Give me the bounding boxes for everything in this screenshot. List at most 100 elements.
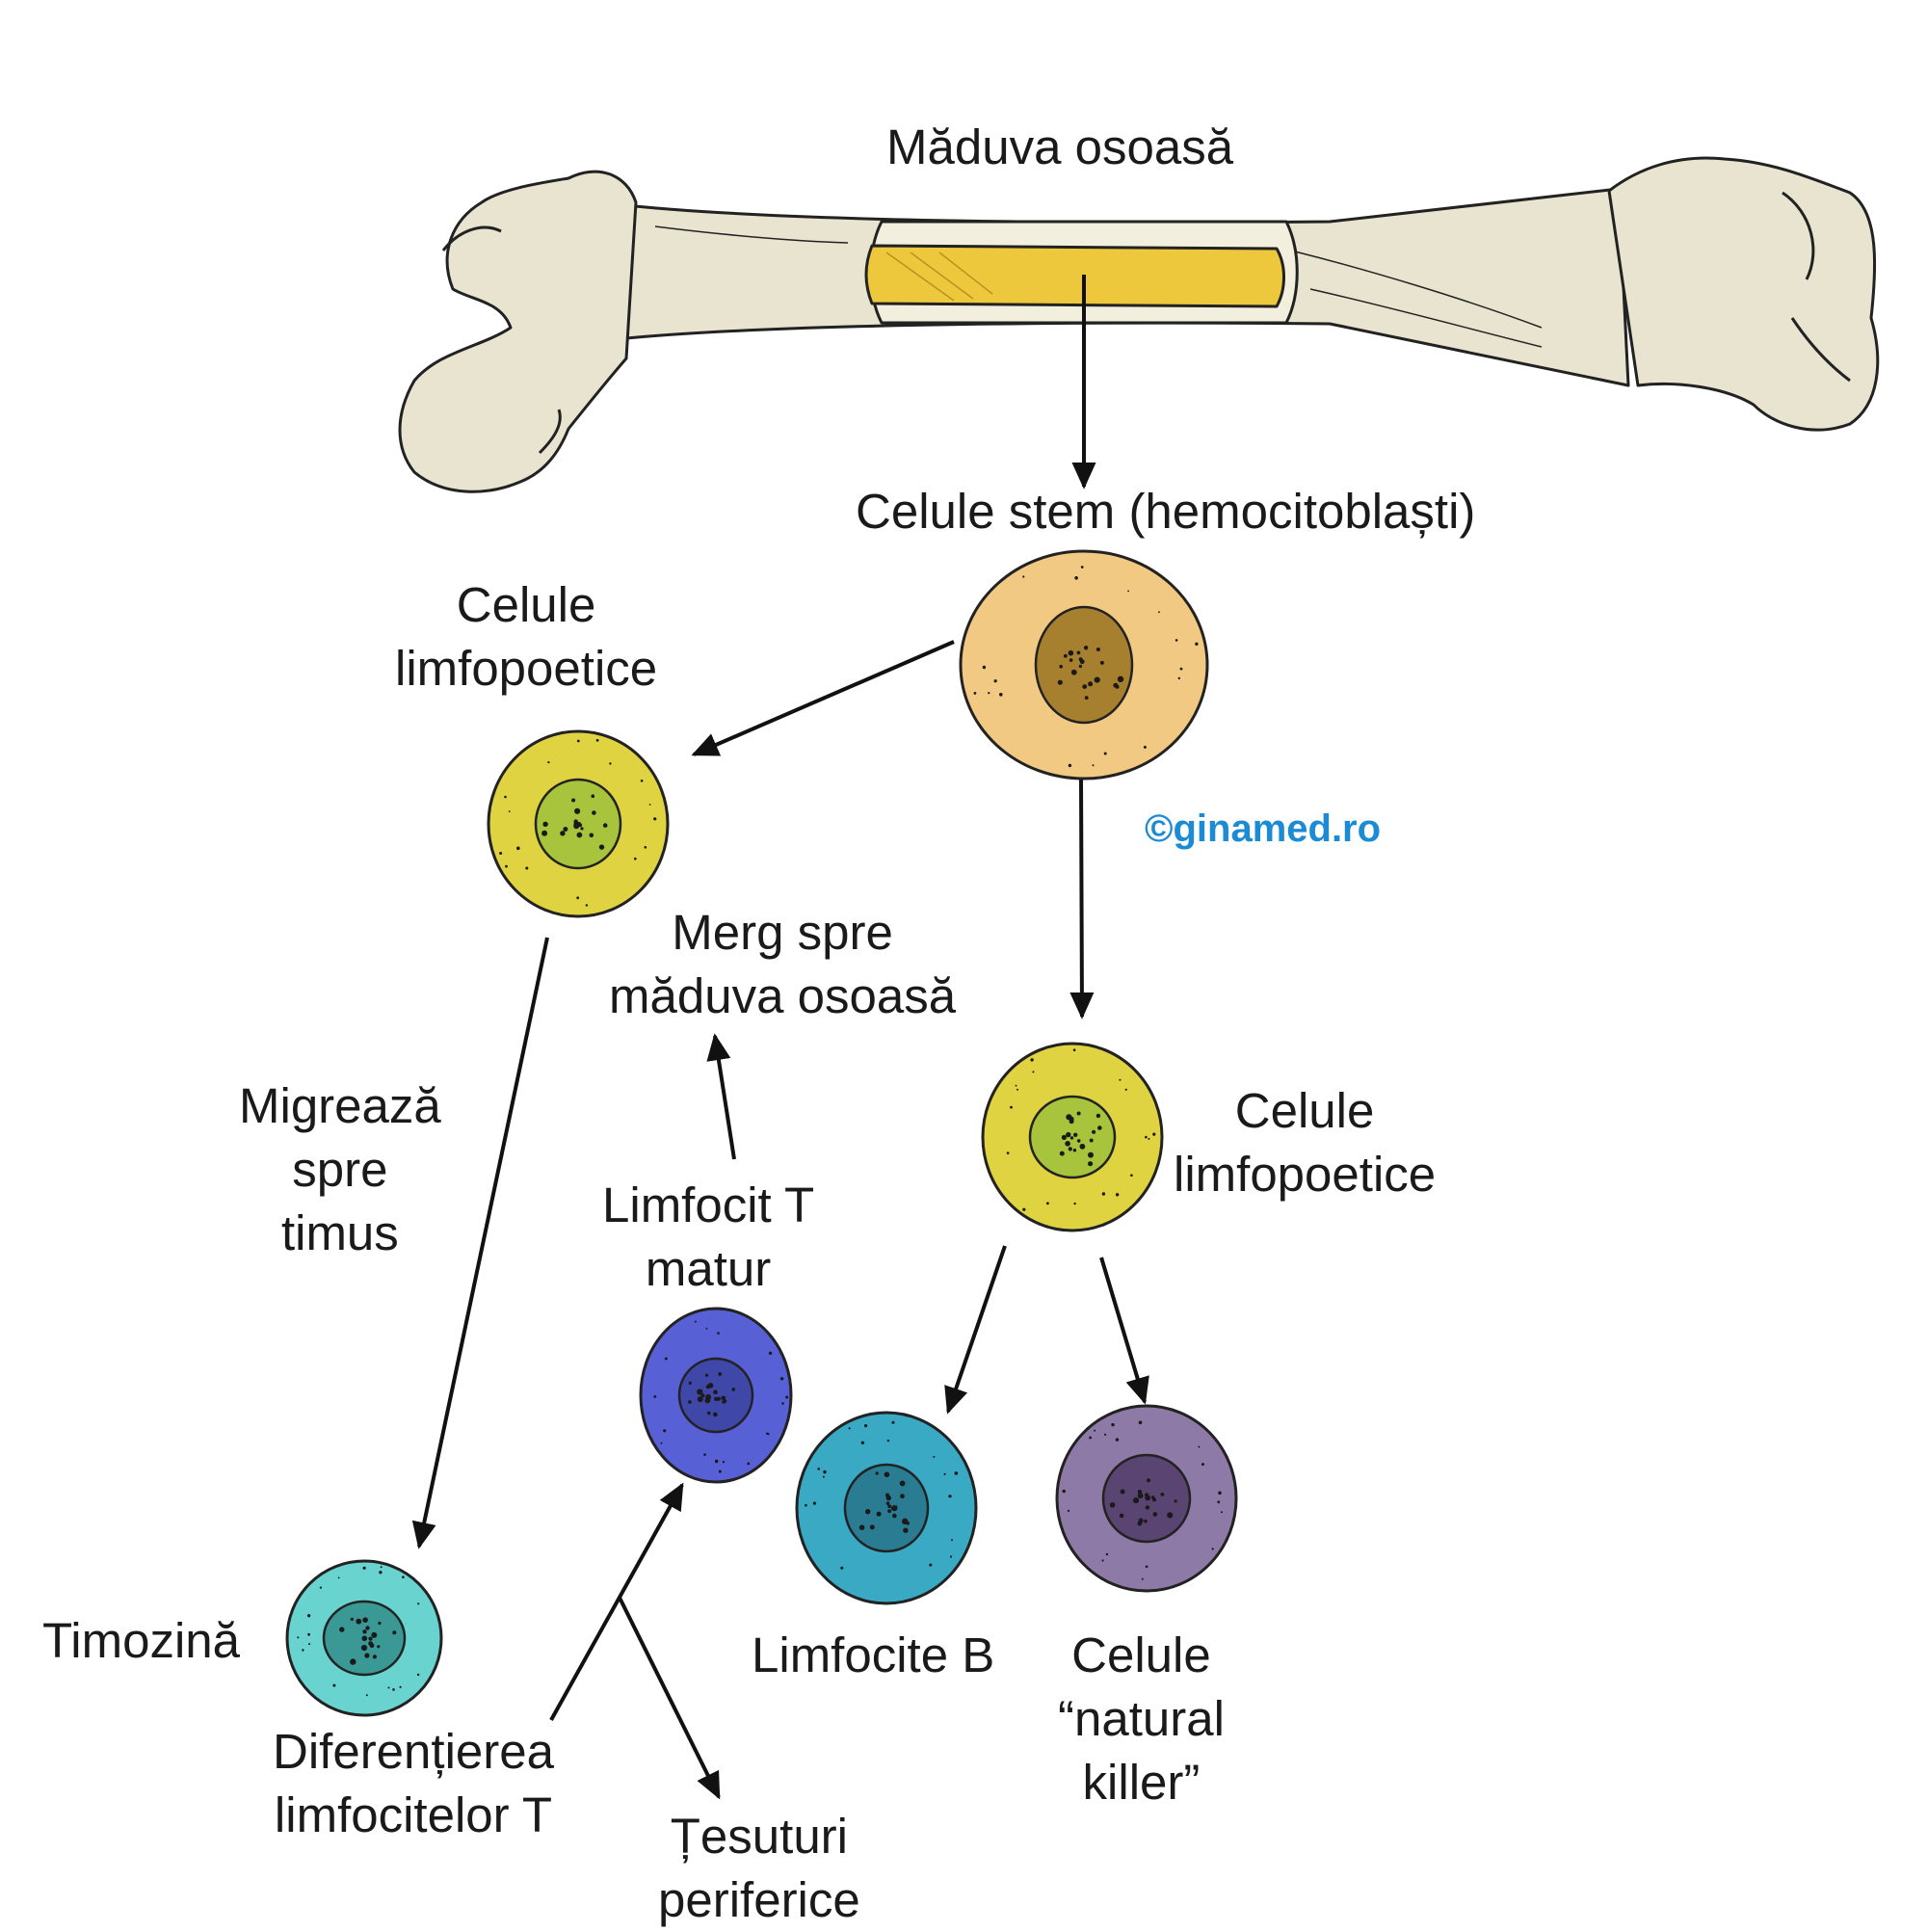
cell-nucleus <box>1034 605 1134 725</box>
cell-granule <box>864 1424 868 1428</box>
cell-granule <box>307 1632 310 1636</box>
cell-granule <box>860 1441 865 1445</box>
cell-granule <box>900 1494 905 1499</box>
cell-granule <box>1115 1438 1120 1442</box>
cell-granule <box>722 1400 726 1404</box>
cell-granule <box>951 1539 953 1542</box>
cell-granule <box>1068 763 1072 768</box>
cell-granule <box>713 1389 718 1394</box>
cell-granule <box>574 807 581 814</box>
cell-granule <box>380 1566 383 1569</box>
cell-granule <box>1092 1129 1096 1134</box>
cell-granule <box>731 1388 736 1391</box>
cell-granule <box>1010 1105 1013 1109</box>
cell-granule <box>1076 1111 1081 1116</box>
cell-granule <box>660 1442 663 1444</box>
cell-granule <box>812 1501 817 1505</box>
copyright-watermark: ©ginamed.ro <box>1145 807 1382 850</box>
cell-granule <box>362 1617 368 1623</box>
cell-granule <box>747 1462 751 1466</box>
cell-granule <box>1065 1141 1070 1147</box>
cell-granule <box>297 1636 300 1639</box>
label-line: “natural <box>1058 1691 1225 1746</box>
cell-granule <box>416 1673 420 1677</box>
stem-cell-icon <box>959 549 1209 781</box>
label-b-cells: Limfocite B <box>752 1628 995 1682</box>
cell-granule <box>716 1396 722 1401</box>
cell-granule <box>707 1383 714 1389</box>
cell-granule <box>392 1630 397 1635</box>
cell-granule <box>580 827 584 831</box>
cell-granule <box>1105 1552 1109 1556</box>
cell-granule <box>1030 1058 1034 1062</box>
cell-granule <box>516 846 520 851</box>
arrow-lympho-to-b <box>944 1245 1007 1415</box>
bone-marrow-core <box>864 244 1285 308</box>
cell-granule <box>717 1332 720 1335</box>
cell-granule <box>648 804 651 806</box>
label-stem-cells: Celule stem (hemocitoblaști) <box>856 484 1476 539</box>
label-line: Celule <box>1071 1628 1211 1682</box>
cell-granule <box>595 738 599 742</box>
cell-granule <box>1068 649 1074 656</box>
cell-granule <box>1148 1137 1150 1140</box>
cell-granule <box>697 1396 703 1403</box>
cell-granule <box>805 1503 807 1507</box>
cell-granule <box>1095 648 1100 651</box>
cell-granule <box>1127 590 1129 593</box>
cell-granule <box>779 1377 784 1381</box>
cell-granule <box>365 1626 370 1630</box>
cell-granule <box>1109 1502 1116 1508</box>
cell-granule <box>767 1433 770 1436</box>
cell-granule <box>988 692 990 695</box>
cell-granule <box>369 1643 375 1649</box>
cell-granule <box>541 830 548 836</box>
cell-granule <box>585 904 589 907</box>
cell-granule <box>1067 1509 1070 1512</box>
cell-granule <box>1137 1489 1143 1495</box>
arrow-stem-to-lympho-right <box>1069 775 1095 1019</box>
cell-granule <box>379 1571 383 1575</box>
cell-granule <box>721 1395 726 1401</box>
cell-granule <box>1119 1078 1122 1081</box>
cell-granule <box>1152 1497 1156 1502</box>
cell-granule <box>576 739 580 743</box>
cell-granule <box>1095 1113 1101 1119</box>
label-line: Migrează <box>239 1078 441 1133</box>
cell-granule <box>884 1471 890 1478</box>
cell-granule <box>1032 1071 1035 1073</box>
cell-granule <box>1088 1151 1094 1158</box>
cell-granule <box>718 1469 722 1473</box>
cell-granule <box>1099 660 1104 665</box>
cell-granule <box>1160 1493 1165 1496</box>
label-line: Merg spre <box>672 905 893 960</box>
arrow-stem-to-lympho-left <box>691 640 955 756</box>
cell-granule <box>1022 575 1025 578</box>
label-line: matur <box>645 1241 772 1296</box>
cell-granule <box>1211 1548 1214 1550</box>
cell-granule <box>378 1621 382 1626</box>
cell-granule <box>664 1357 668 1361</box>
cell-granule <box>875 1471 879 1475</box>
cell-granule <box>547 761 550 764</box>
cell-granule <box>858 1524 865 1530</box>
label-line: Celule <box>456 577 596 632</box>
cell-granule <box>943 1472 946 1475</box>
cell-granule <box>705 1327 708 1330</box>
cell-granule <box>1145 1135 1148 1139</box>
label-migrate-thymus: Migrează spre timus <box>239 1074 441 1265</box>
cell-granule <box>640 780 644 782</box>
cell-granule <box>982 665 987 670</box>
cell-granule <box>399 1685 402 1688</box>
cell-granule <box>817 1468 820 1470</box>
cell-granule <box>360 1645 368 1652</box>
label-line: spre <box>292 1142 388 1197</box>
cell-granule <box>1175 639 1178 642</box>
cell-granule <box>372 1654 377 1659</box>
cell-granule <box>718 1372 723 1376</box>
cell-granule <box>781 1402 784 1405</box>
cell-granule <box>576 832 583 838</box>
cell-granule <box>371 1631 378 1638</box>
cell-granule <box>785 1395 789 1399</box>
cell-granule <box>1059 664 1063 669</box>
